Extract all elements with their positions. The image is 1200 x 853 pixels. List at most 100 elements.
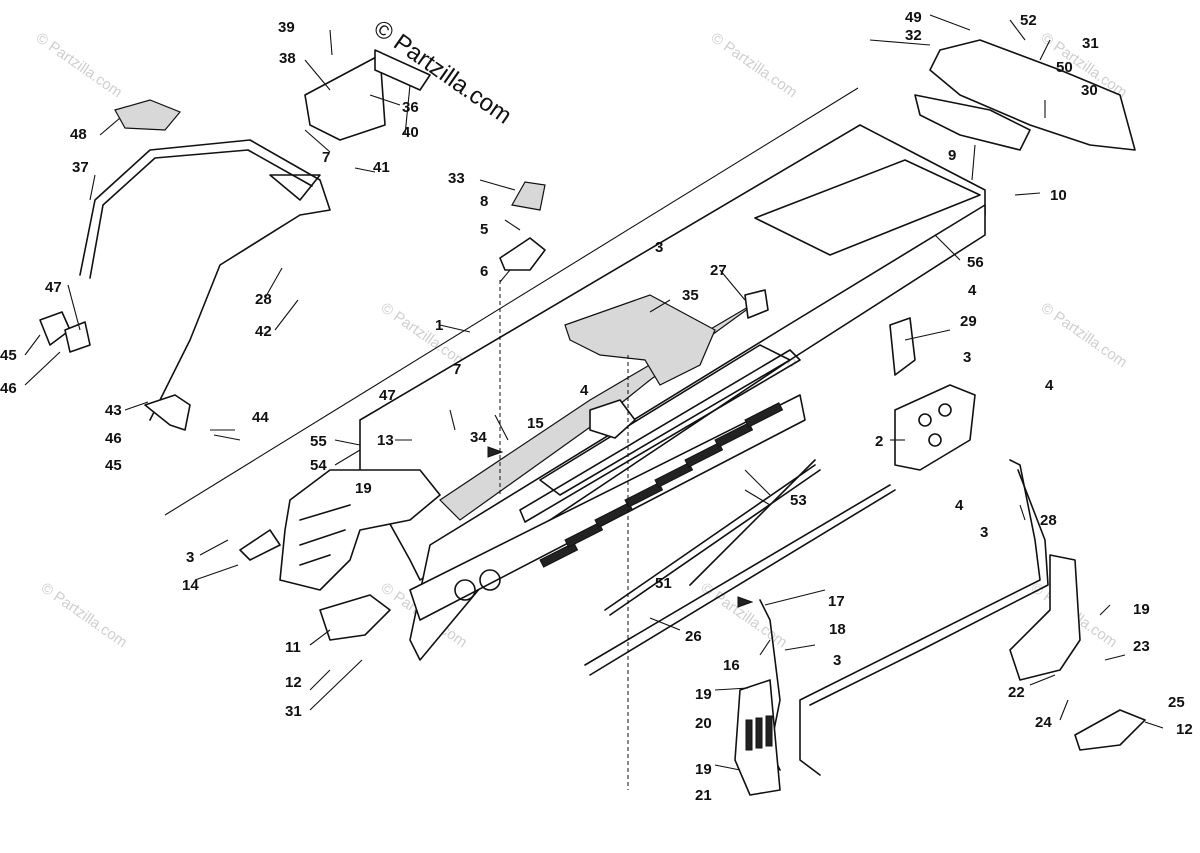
callout-3b: 3 xyxy=(963,349,971,366)
callout-22: 22 xyxy=(1008,684,1025,701)
callout-19c: 19 xyxy=(695,686,712,703)
callout-leaders xyxy=(24,14,1164,771)
hitch-bracket-45 xyxy=(144,394,191,431)
tab-29 xyxy=(889,317,916,376)
right-side-bracket xyxy=(894,384,976,471)
callout-37: 37 xyxy=(72,159,89,176)
callout-19b: 19 xyxy=(1133,601,1150,618)
callout-34: 34 xyxy=(470,429,487,446)
bumper-pad xyxy=(114,99,181,131)
watermark: © Partzilla.com xyxy=(33,29,126,101)
callout-14: 14 xyxy=(182,577,199,594)
callout-31b: 31 xyxy=(285,703,302,720)
callout-29: 29 xyxy=(960,313,977,330)
foot-rest-left xyxy=(319,594,391,641)
watermark: © Partzilla.com xyxy=(708,29,801,101)
callout-3e: 3 xyxy=(833,652,841,669)
callout-3: 3 xyxy=(186,549,194,566)
callout-11: 11 xyxy=(285,639,301,656)
callout-31: 31 xyxy=(1082,35,1099,52)
callout-55: 55 xyxy=(310,433,327,450)
plate-bracket xyxy=(374,49,431,91)
callout-3d: 3 xyxy=(980,524,988,541)
callout-labels: 1 2 3 3 3 3 3 4 4 4 4 5 6 7 7 8 9 10 11 … xyxy=(0,9,1193,804)
callout-4b: 4 xyxy=(1045,377,1054,394)
callout-38: 38 xyxy=(279,50,296,67)
callout-25: 25 xyxy=(1168,694,1185,711)
callout-4: 4 xyxy=(968,282,977,299)
callout-6: 6 xyxy=(480,263,488,280)
callout-46b: 46 xyxy=(105,430,122,447)
callout-49: 49 xyxy=(905,9,922,26)
tab-fan xyxy=(589,399,636,439)
callout-39: 39 xyxy=(278,19,295,36)
rail-51 xyxy=(604,464,821,616)
hitch-pad-45 xyxy=(39,311,71,346)
bracket-6 xyxy=(499,237,546,271)
rail-26 xyxy=(584,484,896,676)
callout-56: 56 xyxy=(967,254,984,271)
callout-19: 19 xyxy=(355,480,372,497)
callout-48: 48 xyxy=(70,126,87,143)
callout-42: 42 xyxy=(255,323,272,340)
callout-46: 46 xyxy=(0,380,17,397)
callout-45: 45 xyxy=(0,347,17,364)
callout-51: 51 xyxy=(655,575,672,592)
callout-33: 33 xyxy=(448,170,465,187)
callout-10: 10 xyxy=(1050,187,1067,204)
assembly-boundary-line xyxy=(164,87,859,516)
callout-3c: 3 xyxy=(655,239,663,256)
callout-19d: 19 xyxy=(695,761,712,778)
callout-7: 7 xyxy=(322,149,330,166)
right-bracket-holes xyxy=(918,403,952,447)
callout-52: 52 xyxy=(1020,12,1037,29)
front-bumper-inner xyxy=(89,149,313,279)
callout-54: 54 xyxy=(310,457,327,474)
callout-7b: 7 xyxy=(453,361,461,378)
rear-flap-bracket xyxy=(914,94,1031,151)
callout-40: 40 xyxy=(402,124,419,141)
callout-24: 24 xyxy=(1035,714,1052,731)
callout-27: 27 xyxy=(710,262,727,279)
callout-43: 43 xyxy=(105,402,122,419)
callout-16: 16 xyxy=(723,657,740,674)
callout-28b: 28 xyxy=(1040,512,1057,529)
direction-arrow xyxy=(737,596,754,608)
callout-28: 28 xyxy=(255,291,272,308)
callout-35: 35 xyxy=(682,287,699,304)
rear-flap-bumper xyxy=(929,39,1136,151)
rail-53 xyxy=(689,459,816,586)
callout-21: 21 xyxy=(695,787,712,804)
callout-2: 2 xyxy=(875,433,883,450)
heel-plate xyxy=(1009,554,1081,681)
callout-53: 53 xyxy=(790,492,807,509)
callout-26: 26 xyxy=(685,628,702,645)
rear-bumper-inner xyxy=(809,469,1049,706)
callout-32: 32 xyxy=(905,27,922,44)
callout-44: 44 xyxy=(252,409,269,426)
callout-30: 30 xyxy=(1081,82,1098,99)
callout-17: 17 xyxy=(828,593,845,610)
front-side-frame xyxy=(279,469,441,591)
callout-13: 13 xyxy=(377,432,394,449)
callout-18: 18 xyxy=(829,621,846,638)
callout-4d: 4 xyxy=(580,382,589,399)
tab-14 xyxy=(239,529,281,561)
running-board xyxy=(409,394,806,621)
bumper-bracket xyxy=(269,174,321,201)
rear-bumper xyxy=(799,459,1041,776)
callout-45b: 45 xyxy=(105,457,122,474)
callout-15: 15 xyxy=(527,415,544,432)
direction-arrow xyxy=(487,446,504,458)
foot-rest-right xyxy=(1074,709,1146,751)
tab-27 xyxy=(744,289,769,319)
callout-8: 8 xyxy=(480,193,488,210)
callout-41: 41 xyxy=(373,159,390,176)
callout-9: 9 xyxy=(948,147,956,164)
callout-47: 47 xyxy=(45,279,62,296)
front-plate xyxy=(304,54,386,141)
callout-50: 50 xyxy=(1056,59,1073,76)
callout-12b: 12 xyxy=(1176,721,1193,738)
callout-5: 5 xyxy=(480,221,488,238)
